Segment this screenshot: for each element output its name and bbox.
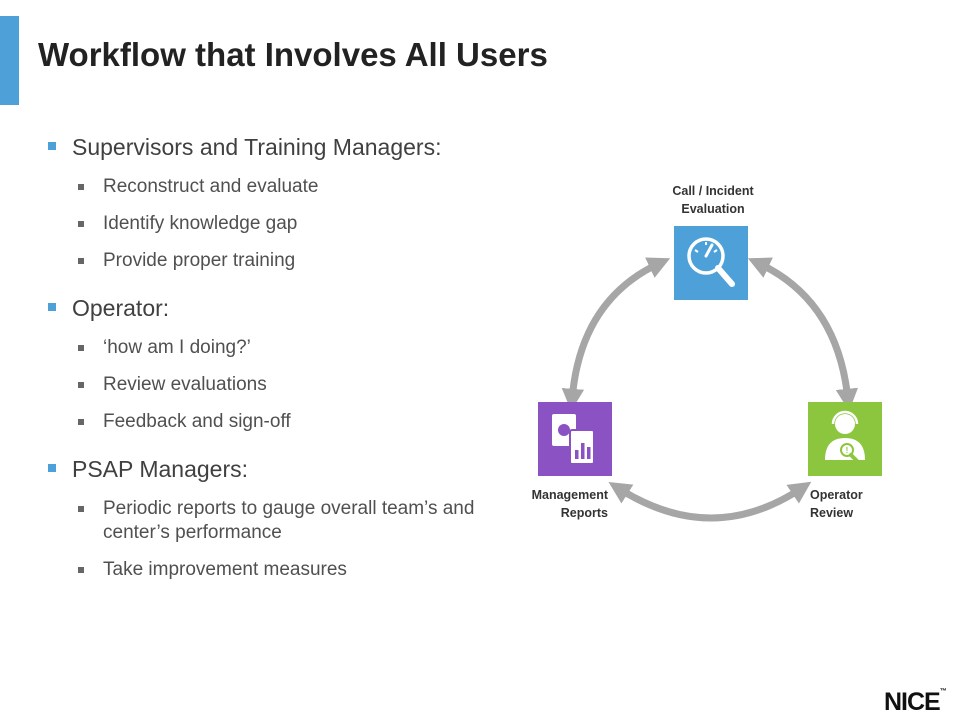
sub-bullet-text: Feedback and sign-off: [103, 411, 291, 432]
reports-label-line2: Reports: [560, 506, 608, 520]
bullet-section-psap: PSAP Managers: Periodic reports to gauge…: [48, 454, 488, 582]
cycle-arrows: [561, 257, 859, 522]
sub-bullet-marker: [78, 506, 84, 512]
sub-bullet-marker: [78, 567, 84, 573]
sub-bullet: Identify knowledge gap: [48, 212, 488, 236]
sub-bullet: ‘how am I doing?’: [48, 336, 488, 360]
bullet-heading: Supervisors and Training Managers:: [48, 132, 488, 162]
bullet-marker: [48, 464, 56, 472]
bullet-heading-text: Operator:: [72, 295, 170, 321]
bullet-marker: [48, 303, 56, 311]
sub-bullet-marker: [78, 184, 84, 190]
sub-bullet-marker: [78, 382, 84, 388]
sub-bullet: Review evaluations: [48, 373, 488, 397]
gauge-magnifier-icon: [687, 237, 735, 287]
sub-bullet-text: ‘how am I doing?’: [103, 337, 251, 358]
report-documents-icon: [552, 414, 595, 465]
nice-logo: NICE™: [884, 688, 947, 717]
sub-bullet-text: Take improvement measures: [103, 559, 347, 580]
sub-bullet-marker: [78, 258, 84, 264]
sub-bullet-text: Identify knowledge gap: [103, 213, 298, 234]
bullet-list: Supervisors and Training Managers: Recon…: [48, 132, 488, 602]
evaluation-box: [674, 226, 748, 300]
sub-bullet: Periodic reports to gauge overall team’s…: [48, 497, 488, 545]
arrow-evaluation-reports: [561, 257, 671, 412]
operator-box: !: [808, 402, 882, 476]
reports-label: Management Reports: [500, 486, 608, 522]
bullet-heading-text: Supervisors and Training Managers:: [72, 134, 442, 160]
bullet-heading: Operator:: [48, 293, 488, 323]
bullet-section-supervisors: Supervisors and Training Managers: Recon…: [48, 132, 488, 273]
logo-text: NICE: [884, 688, 941, 716]
evaluation-label: Call / Incident Evaluation: [640, 182, 786, 218]
slide-title: Workflow that Involves All Users: [38, 36, 548, 73]
evaluation-label-line2: Evaluation: [681, 202, 745, 216]
sub-bullet: Reconstruct and evaluate: [48, 175, 488, 199]
sub-bullet-text: Provide proper training: [103, 250, 296, 271]
bullet-marker: [48, 142, 56, 150]
logo-trademark: ™: [939, 688, 947, 695]
sub-bullet-marker: [78, 221, 84, 227]
svg-text:!: !: [846, 446, 849, 455]
evaluation-label-line1: Call / Incident: [672, 184, 754, 198]
sub-bullet-text: Review evaluations: [103, 374, 267, 395]
title-accent-bar: [0, 16, 19, 105]
reports-box: [538, 402, 612, 476]
sub-bullet: Take improvement measures: [48, 558, 488, 582]
sub-bullet: Feedback and sign-off: [48, 410, 488, 434]
arrow-evaluation-operator: [747, 257, 859, 412]
operator-label-line2: Review: [810, 506, 854, 520]
bullet-heading-text: PSAP Managers:: [72, 456, 249, 482]
sub-bullet-text: Periodic reports to gauge overall team’s…: [103, 498, 475, 543]
operator-label: Operator Review: [810, 486, 910, 522]
bullet-heading: PSAP Managers:: [48, 454, 488, 484]
bullet-section-operator: Operator: ‘how am I doing?’ Review evalu…: [48, 293, 488, 434]
operator-label-line1: Operator: [810, 488, 863, 502]
sub-bullet-text: Reconstruct and evaluate: [103, 176, 319, 197]
headset-operator-icon: !: [825, 410, 865, 465]
sub-bullet-marker: [78, 419, 84, 425]
sub-bullet: Provide proper training: [48, 249, 488, 273]
sub-bullet-marker: [78, 345, 84, 351]
reports-label-line1: Management: [531, 488, 608, 502]
workflow-cycle-diagram: Call / Incident Evaluation Management Re…: [500, 170, 920, 550]
arrow-reports-operator: [608, 481, 812, 522]
